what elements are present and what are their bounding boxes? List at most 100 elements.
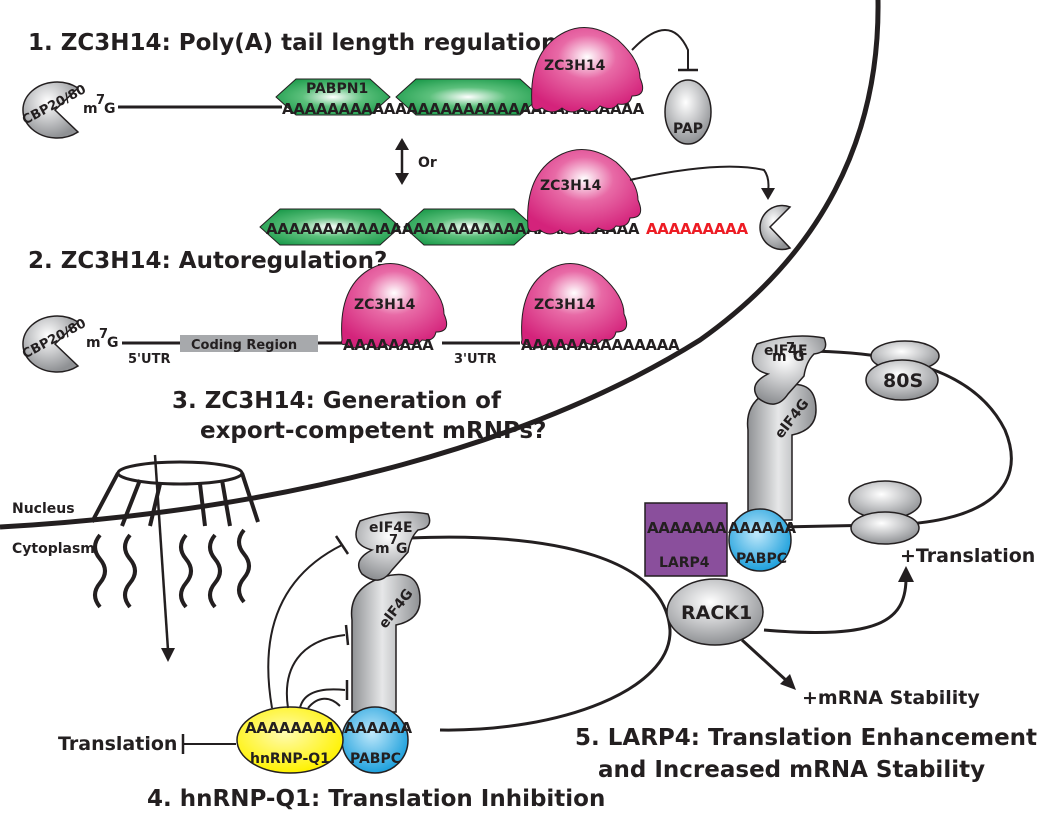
pabpn1-protein <box>275 78 391 116</box>
translation-arrow <box>763 579 908 634</box>
or-arrow-bottom <box>395 173 409 185</box>
export-arrowhead <box>161 648 175 662</box>
pore-filament <box>123 533 137 609</box>
cap-g: G <box>793 349 805 365</box>
cbp-complex <box>22 81 80 139</box>
pabpn1-protein <box>259 208 401 246</box>
inhibition-line <box>267 544 343 709</box>
nucleus-label: Nucleus <box>12 501 75 517</box>
pabpc-protein <box>728 508 792 572</box>
polya-new-tail: AAAAAAAAA <box>646 220 748 238</box>
eif4e-label: eIF4E <box>764 343 808 359</box>
heading-2: 2. ZC3H14: Autoregulation? <box>28 248 387 274</box>
or-label: Or <box>418 155 437 171</box>
inhibition-bar <box>334 535 350 555</box>
eif4g-protein <box>746 383 817 521</box>
hnrnp-q1-protein <box>236 706 344 774</box>
inhibition-line <box>307 697 341 709</box>
pore-basket <box>90 472 260 527</box>
hnrnp-q1-label: hnRNP-Q1 <box>250 751 330 767</box>
heading-4: 4. hnRNP-Q1: Translation Inhibition <box>147 786 605 812</box>
polya-tail: AAAAAAA <box>647 519 727 537</box>
zc3h14-label: ZC3H14 <box>534 297 596 313</box>
translation-label: +Translation <box>900 545 1035 567</box>
larp4-protein <box>644 502 728 577</box>
cap-sup: 7 <box>99 327 108 342</box>
cap-g: G <box>396 541 408 557</box>
pore-filament <box>208 533 222 609</box>
cap-g: G <box>104 101 116 117</box>
eif4g-protein <box>350 573 421 713</box>
zc3h14-protein <box>341 263 448 349</box>
cap-m: m <box>83 101 98 117</box>
or-arrow-top <box>395 138 409 150</box>
polya-tail: AAAAAAAA <box>245 719 336 737</box>
eif4e-protein <box>751 335 827 405</box>
pabpn1-label: PABPN1 <box>306 81 368 97</box>
cap-sup: 7 <box>786 341 795 356</box>
nuclear-pore-complex <box>90 454 260 662</box>
polya-tail: AAAAAA <box>344 719 413 737</box>
polya-internal: AAAAAAAA <box>343 336 434 354</box>
heading-1: 1. ZC3H14: Poly(A) tail length regulatio… <box>28 30 557 56</box>
pore-filament <box>237 528 251 604</box>
rack1-label: RACK1 <box>681 602 752 624</box>
cap-sup: 7 <box>96 93 105 108</box>
heading-3-line1: 3. ZC3H14: Generation of <box>172 388 502 414</box>
inhibition-line <box>299 688 346 709</box>
cap-m: m <box>86 335 101 351</box>
zc3h14-protein <box>531 27 644 113</box>
zc3h14-protein <box>521 263 628 349</box>
zc3h14-label: ZC3H14 <box>544 58 606 74</box>
ribosome-label: 80S <box>883 370 923 392</box>
cap-m: m <box>375 541 390 557</box>
polya-tail: AAAAAAAAAAAAAA <box>521 336 680 354</box>
activation-arrowhead <box>761 188 775 200</box>
ribosome-large-subunit <box>850 511 920 545</box>
pore-filament <box>179 533 193 609</box>
pabpc-label: PABPC <box>736 551 787 567</box>
zc3h14-label: ZC3H14 <box>540 178 602 194</box>
zc3h14-label: ZC3H14 <box>354 297 416 313</box>
stability-label: +mRNA Stability <box>802 687 980 709</box>
translation-label: Translation <box>58 733 177 755</box>
activation-arrow <box>629 165 770 193</box>
mrna-loop <box>409 535 672 732</box>
pap-enzyme <box>664 79 712 145</box>
cytoplasm-label: Cytoplasm <box>12 541 95 557</box>
nuclear-envelope <box>0 0 881 530</box>
zc3h14-protein <box>527 149 642 235</box>
ribosome-large-subunit <box>865 359 939 401</box>
stability-arrowhead <box>780 674 796 690</box>
eif4e-label: eIF4E <box>369 520 413 536</box>
cap-m: m <box>772 349 787 365</box>
pap-label: PAP <box>673 121 703 137</box>
inhibition-bar <box>344 624 350 646</box>
larp4-label: LARP4 <box>659 555 710 571</box>
panel-2-autoregulation: CBP20/80 m 7 G 5'UTR Coding Region ZC3H1… <box>20 263 680 373</box>
polya-tail: AAAAAA <box>728 519 797 537</box>
nuclease <box>759 204 792 251</box>
eif4e-protein <box>355 511 431 581</box>
inhibition-line <box>285 634 346 709</box>
panel-1-polya-regulation: CBP20/80 m 7 G PABPN1 AAAAAAAAAAAAAAAAAA… <box>20 27 792 251</box>
cap-g: G <box>107 335 119 351</box>
heading-5-line2: and Increased mRNA Stability <box>598 757 985 783</box>
inhibition-arrow <box>631 29 689 70</box>
panel-4-hnrnp-q1: eIF4G eIF4E m 7 G PABPC hnRNP-Q1 AAAAAAA… <box>58 511 672 774</box>
heading-3-line2: export-competent mRNPs? <box>200 418 546 444</box>
pore-filament <box>93 533 107 609</box>
panel-5-larp4: 80S eIF4G eIF4E m 7 G PABPC LARP4 AAAAAA… <box>644 335 1035 709</box>
cbp-complex <box>22 315 80 373</box>
stability-arrow <box>740 638 790 684</box>
translation-arrowhead <box>898 566 914 582</box>
utr5-label: 5'UTR <box>128 352 170 367</box>
heading-5-line1: 5. LARP4: Translation Enhancement <box>575 725 1037 751</box>
rack1-protein <box>666 578 764 646</box>
coding-region <box>180 335 318 352</box>
pabpc-label: PABPC <box>350 751 401 767</box>
export-arrow <box>153 454 170 651</box>
cap-sup: 7 <box>389 533 398 548</box>
utr3-label: 3'UTR <box>454 352 496 367</box>
